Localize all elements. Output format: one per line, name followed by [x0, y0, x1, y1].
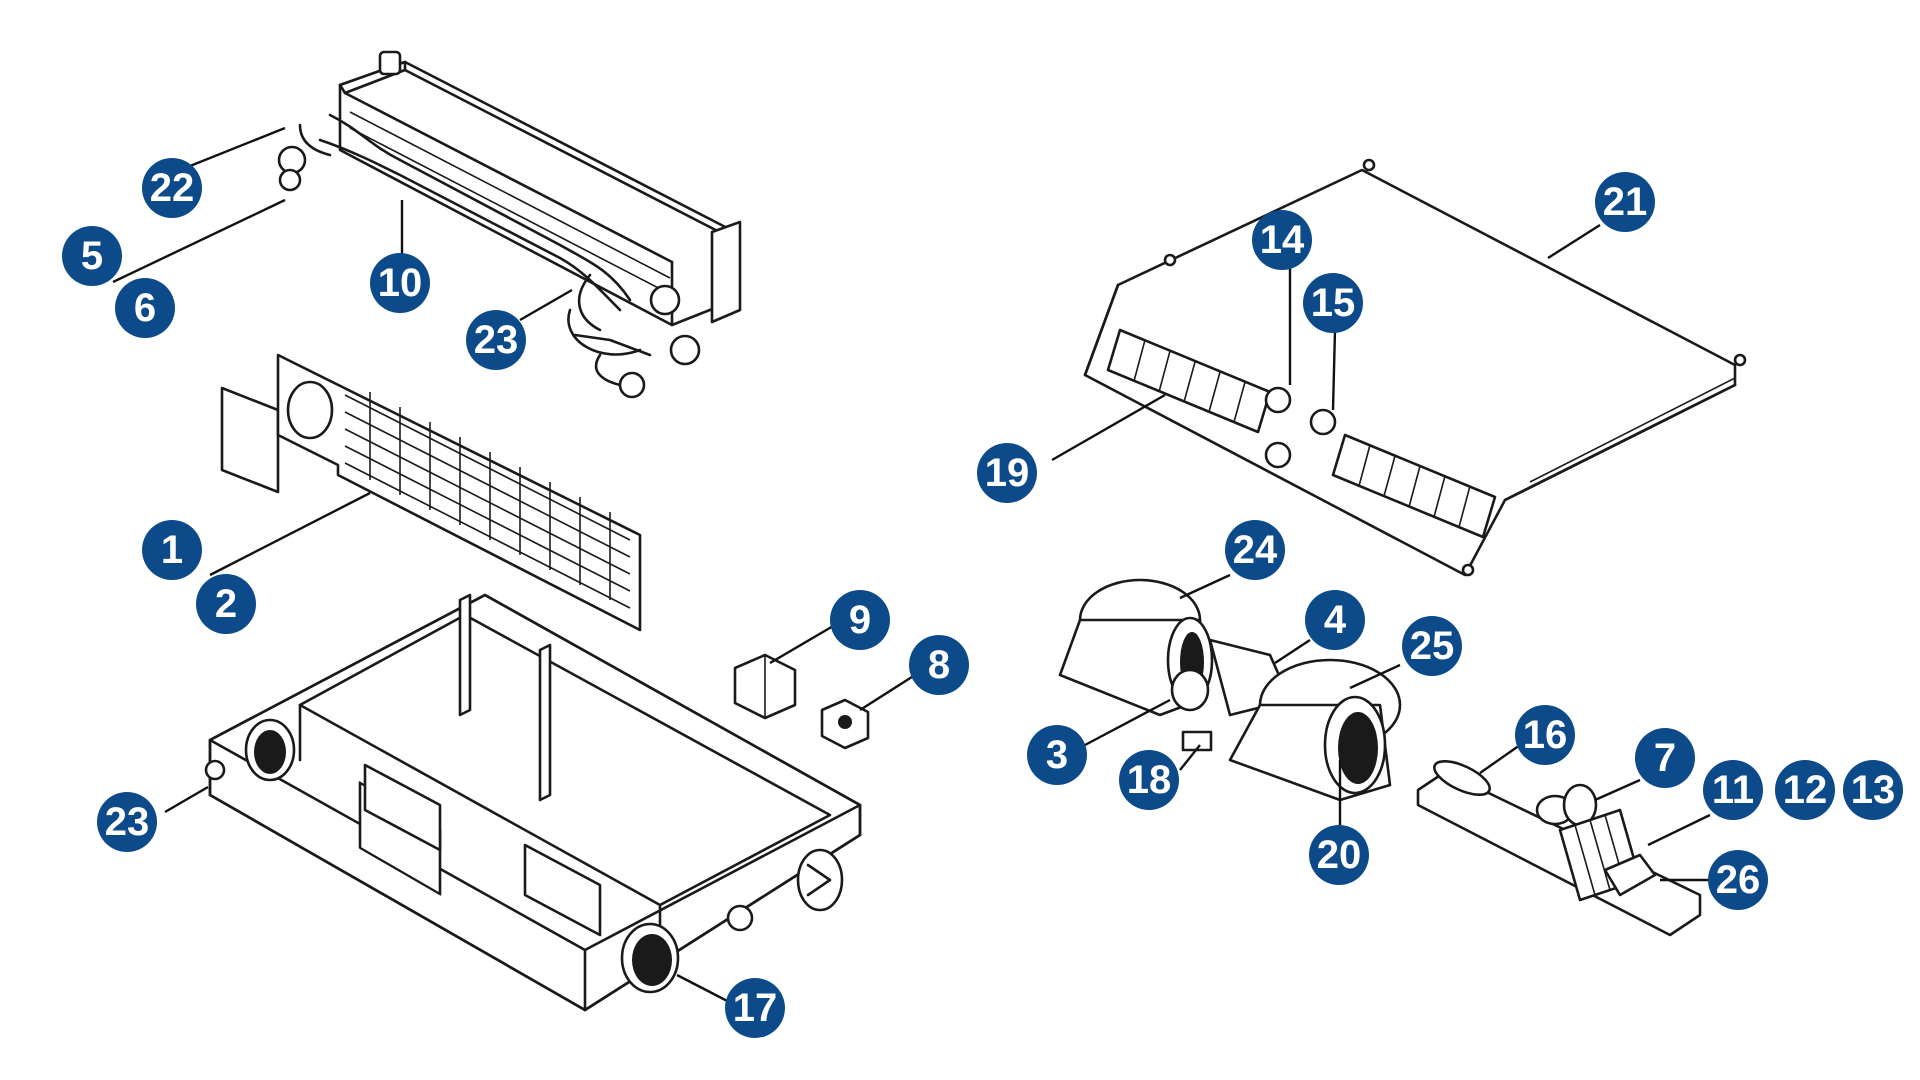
svg-text:2: 2 [215, 582, 237, 626]
callout-10: 10 [370, 253, 430, 313]
svg-text:23: 23 [105, 800, 150, 844]
leader-19 [1051, 393, 1166, 462]
svg-text:15: 15 [1311, 281, 1356, 325]
blower-assembly [1058, 578, 1402, 802]
svg-text:26: 26 [1716, 858, 1761, 902]
callout-14: 14 [1252, 210, 1312, 270]
callout-17: 17 [725, 978, 785, 1038]
callout-12: 12 [1775, 760, 1835, 820]
leader-22 [179, 126, 286, 172]
callout-25: 25 [1402, 616, 1462, 676]
callout-23-bottom: 23 [97, 792, 157, 852]
callout-2: 2 [196, 574, 256, 634]
svg-text:20: 20 [1317, 833, 1362, 877]
svg-text:8: 8 [928, 643, 950, 687]
callout-20: 20 [1309, 825, 1369, 885]
leader-5-6 [112, 198, 286, 284]
callout-18: 18 [1119, 750, 1179, 810]
leader-4 [1274, 638, 1311, 665]
callout-3: 3 [1027, 725, 1087, 785]
leader-9 [769, 620, 841, 665]
callout-24: 24 [1225, 520, 1285, 580]
svg-text:22: 22 [150, 166, 195, 210]
callout-6: 6 [115, 278, 175, 338]
leader-8 [859, 673, 916, 712]
top-cover [1083, 158, 1747, 577]
svg-text:13: 13 [1851, 768, 1896, 812]
callout-5: 5 [62, 226, 122, 286]
callout-26: 26 [1708, 850, 1768, 910]
callout-4: 4 [1305, 590, 1365, 650]
svg-text:4: 4 [1324, 598, 1347, 642]
svg-text:25: 25 [1410, 624, 1455, 668]
callout-8: 8 [909, 635, 969, 695]
svg-text:18: 18 [1127, 758, 1172, 802]
leader-25 [1349, 663, 1401, 690]
callout-16: 16 [1515, 705, 1575, 765]
svg-text:12: 12 [1783, 768, 1828, 812]
callout-21: 21 [1595, 172, 1655, 232]
leader-18 [1179, 744, 1201, 771]
control-board [1416, 759, 1702, 937]
callout-13: 13 [1843, 760, 1903, 820]
callout-7: 7 [1635, 728, 1695, 788]
svg-text:9: 9 [849, 598, 871, 642]
callout-11: 11 [1703, 760, 1763, 820]
svg-text:10: 10 [378, 261, 423, 305]
callout-23-top: 23 [466, 310, 526, 370]
leader-15 [1331, 329, 1337, 411]
svg-text:21: 21 [1603, 180, 1648, 224]
svg-text:6: 6 [134, 286, 156, 330]
callout-9: 9 [830, 590, 890, 650]
callout-15: 15 [1303, 273, 1363, 333]
leader-11 [1647, 813, 1711, 847]
svg-text:7: 7 [1654, 736, 1676, 780]
leader-1-2 [209, 491, 371, 577]
svg-text:3: 3 [1046, 733, 1068, 777]
grille-panel [220, 353, 642, 632]
svg-text:16: 16 [1523, 713, 1568, 757]
heater-core-coil [277, 50, 742, 399]
leader-24 [1179, 573, 1231, 600]
svg-text:17: 17 [733, 986, 778, 1030]
svg-text:14: 14 [1260, 218, 1305, 262]
housing-base [204, 593, 862, 1012]
svg-text:24: 24 [1233, 528, 1278, 572]
callout-19: 19 [977, 443, 1037, 503]
svg-text:1: 1 [161, 528, 183, 572]
relay-bracket [733, 653, 797, 720]
leader-17 [676, 973, 736, 1007]
leader-lines [112, 126, 1711, 1007]
svg-text:11: 11 [1712, 768, 1754, 812]
svg-text:5: 5 [81, 234, 103, 278]
leader-21 [1547, 223, 1601, 260]
leader-16 [1479, 744, 1521, 774]
leader-3 [1084, 698, 1171, 747]
leader-7 [1594, 778, 1641, 802]
svg-text:19: 19 [985, 451, 1030, 495]
relay [820, 698, 870, 750]
callout-22: 22 [142, 158, 202, 218]
callouts: 22 5 6 10 23 1 2 9 8 23 17 21 14 15 19 2… [62, 158, 1903, 1038]
callout-1: 1 [142, 520, 202, 580]
svg-text:23: 23 [474, 318, 519, 362]
leader-23-top [519, 288, 573, 322]
leader-23-bottom [164, 785, 209, 814]
